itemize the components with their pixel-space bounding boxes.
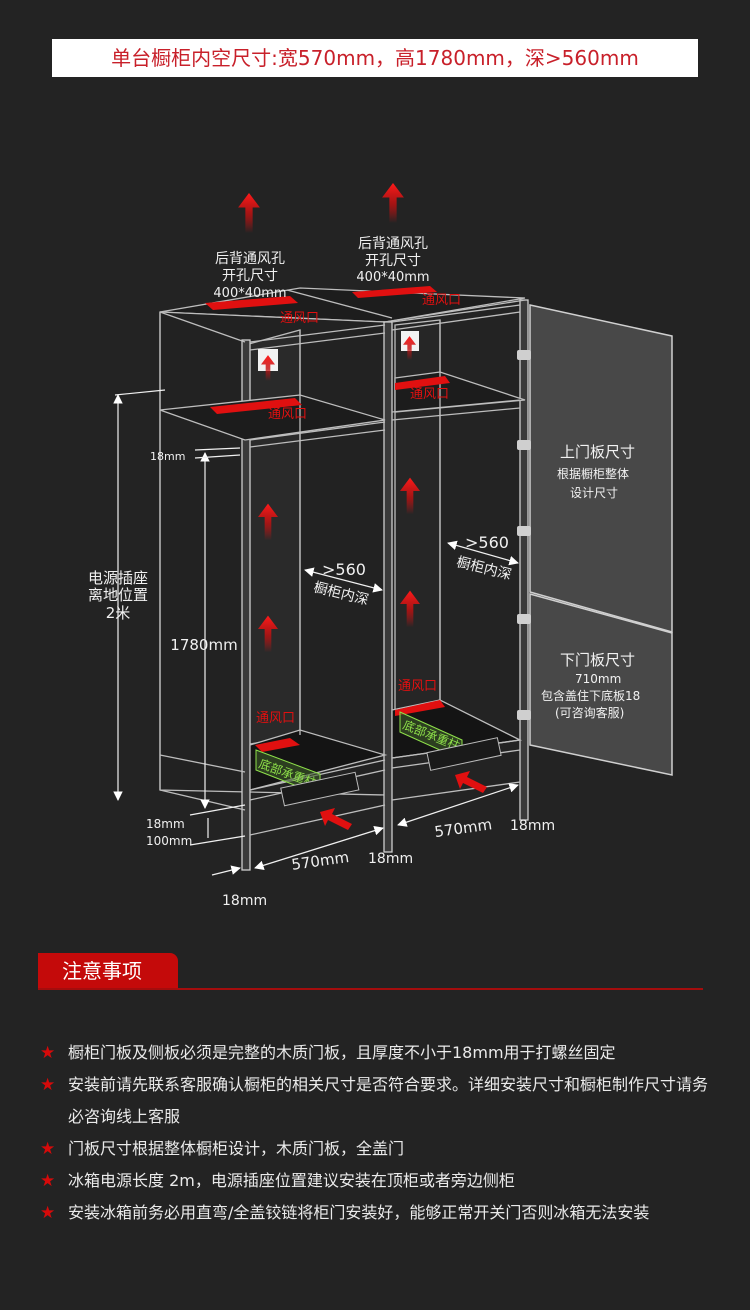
note-item: ★冰箱电源长度 2m，电源插座位置建议安装在顶柜或者旁边侧柜 [40, 1165, 720, 1197]
svg-text:开孔尺寸: 开孔尺寸 [365, 253, 421, 269]
hinge-icons [517, 350, 531, 720]
vent-label: 通风口 [280, 311, 319, 326]
svg-text:710mm: 710mm [575, 672, 621, 686]
svg-text:离地位置: 离地位置 [88, 586, 148, 604]
star-icon: ★ [40, 1203, 56, 1223]
vent-label: 通风口 [410, 387, 449, 402]
star-icon: ★ [40, 1075, 56, 1095]
airflow-arrow-icon [238, 193, 260, 233]
notes-list: ★橱柜门板及侧板必须是完整的木质门板，且厚度不小于18mm用于打螺丝固定 ★安装… [40, 1037, 720, 1229]
note-item: ★安装前请先联系客服确认橱柜的相关尺寸是否符合要求。详细安装尺寸和橱柜制作尺寸请… [40, 1069, 720, 1133]
vent-label: 通风口 [268, 407, 307, 422]
svg-text:包含盖住下底板18: 包含盖住下底板18 [541, 688, 640, 703]
lower-door-panel: 下门板尺寸 710mm 包含盖住下底板18 (可咨询客服) [529, 593, 673, 776]
push-arrow-icon [320, 771, 487, 830]
star-icon: ★ [40, 1043, 56, 1063]
width-label-left: 570mm [290, 848, 350, 874]
width-label-right: 570mm [433, 815, 493, 841]
top-panel-thickness-label: 18mm [150, 450, 185, 463]
bottom-panel-thickness-label: 18mm [146, 817, 185, 831]
svg-text:后背通风孔: 后背通风孔 [358, 236, 428, 252]
svg-text:400*40mm: 400*40mm [213, 286, 286, 301]
vent-hole-spec-right: 后背通风孔 开孔尺寸 400*40mm [356, 236, 429, 285]
svg-text:电源插座: 电源插座 [88, 569, 148, 587]
notes-section-title: 注意事项 [38, 953, 178, 989]
depth-value-left: >560 [322, 560, 366, 579]
section-divider [38, 988, 703, 990]
note-item: ★橱柜门板及侧板必须是完整的木质门板，且厚度不小于18mm用于打螺丝固定 [40, 1037, 720, 1069]
svg-text:(可咨询客服): (可咨询客服) [555, 705, 624, 720]
socket-icon [258, 331, 419, 381]
upper-door-panel: 上门板尺寸 根据橱柜整体 设计尺寸 [529, 304, 673, 633]
star-icon: ★ [40, 1171, 56, 1191]
vent-hole-spec-left: 后背通风孔 开孔尺寸 400*40mm [213, 251, 286, 301]
vent-slots [205, 286, 450, 752]
svg-text:开孔尺寸: 开孔尺寸 [222, 268, 278, 284]
svg-text:设计尺寸: 设计尺寸 [570, 486, 618, 500]
svg-text:后背通风孔: 后背通风孔 [215, 251, 285, 267]
note-item: ★安装冰箱前务必用直弯/全盖铰链将柜门安装好，能够正常开关门否则冰箱无法安装 [40, 1197, 720, 1229]
depth-value-right: >560 [465, 533, 509, 552]
dimension-banner: 单台橱柜内空尺寸:宽570mm，高1780mm，深>560mm [52, 39, 698, 77]
svg-text:下门板尺寸: 下门板尺寸 [560, 651, 635, 669]
svg-text:上门板尺寸: 上门板尺寸 [560, 443, 635, 461]
airflow-arrow-icon [382, 183, 404, 223]
cabinet-diagram: 通风口 通风口 通风口 通风口 通风口 通风口 后背通风孔 开孔尺寸 400*4… [88, 183, 673, 909]
vent-label: 通风口 [256, 711, 295, 726]
svg-text:400*40mm: 400*40mm [356, 270, 429, 285]
plinth-height-label: 100mm [146, 834, 192, 848]
svg-text:2米: 2米 [106, 604, 131, 622]
svg-text:根据橱柜整体: 根据橱柜整体 [557, 466, 629, 481]
note-item: ★门板尺寸根据整体橱柜设计，木质门板，全盖门 [40, 1133, 720, 1165]
vent-label: 通风口 [422, 293, 461, 308]
star-icon: ★ [40, 1139, 56, 1159]
inner-height-label: 1780mm [170, 636, 237, 654]
side-panel-label: 18mm [222, 893, 267, 909]
right-panel-label: 18mm [510, 818, 555, 834]
vent-label: 通风口 [398, 679, 437, 694]
middle-panel-label: 18mm [368, 851, 413, 867]
socket-height-annotation: 电源插座 离地位置 2米 [88, 569, 148, 622]
